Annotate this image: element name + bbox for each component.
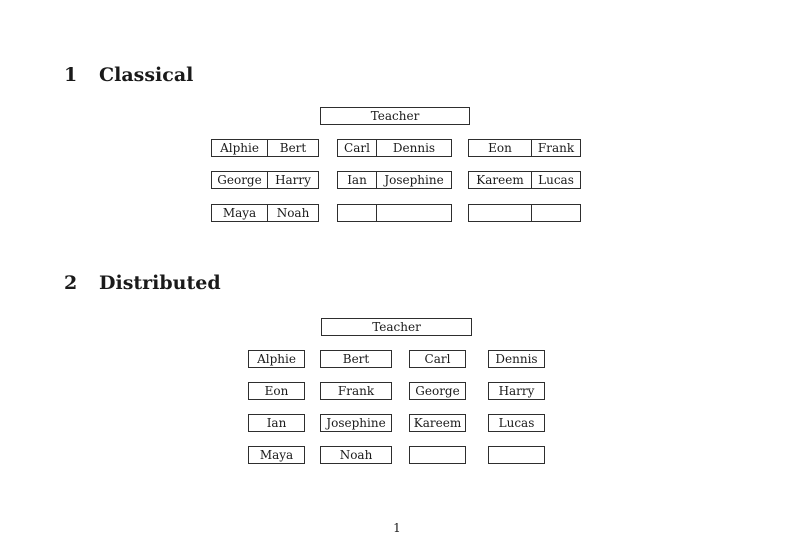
desk-pair-box: Maya Noah: [211, 204, 319, 222]
section-title: Distributed: [99, 272, 221, 294]
desk-pair-box: Ian Josephine: [337, 171, 452, 189]
desk-pair-box-empty: [468, 204, 581, 222]
desk-cell: Harry: [275, 173, 311, 187]
desk-cell: Josephine: [384, 173, 444, 187]
desk-cell: Maya: [212, 205, 268, 221]
desk-box: Bert: [320, 350, 392, 368]
desk-cell: Eon: [469, 140, 532, 156]
section-heading-classical: 1 Classical: [64, 64, 193, 86]
desk-box: Frank: [320, 382, 392, 400]
desk-cell: [532, 205, 580, 221]
desk-box-empty: [488, 446, 545, 464]
desk-pair-box-empty: [337, 204, 452, 222]
desk-pair-box: Eon Frank: [468, 139, 581, 157]
desk-box-empty: [409, 446, 466, 464]
desk-box: Dennis: [488, 350, 545, 368]
section-title: Classical: [99, 64, 194, 86]
desk-cell: Carl: [338, 140, 377, 156]
desk-box: Josephine: [320, 414, 392, 432]
desk-box: Maya: [248, 446, 305, 464]
desk-box: Eon: [248, 382, 305, 400]
desk-box: Harry: [488, 382, 545, 400]
section-number: 2: [64, 272, 78, 294]
desk-box: Lucas: [488, 414, 545, 432]
desk-box: Carl: [409, 350, 466, 368]
desk-cell: Frank: [537, 141, 575, 155]
teacher-label: Teacher: [370, 109, 420, 123]
desk-box: Ian: [248, 414, 305, 432]
teacher-label: Teacher: [372, 320, 421, 334]
teacher-box: Teacher: [321, 318, 472, 336]
desk-pair-box: George Harry: [211, 171, 319, 189]
desk-cell: Kareem: [469, 172, 532, 188]
desk-cell: [469, 205, 532, 221]
page-number: 1: [393, 521, 401, 535]
desk-cell: Dennis: [392, 141, 436, 155]
desk-cell: Alphie: [212, 140, 268, 156]
desk-cell: Noah: [276, 206, 310, 220]
desk-cell: [338, 205, 377, 221]
section-number: 1: [64, 64, 78, 86]
desk-pair-box: Carl Dennis: [337, 139, 452, 157]
desk-cell: Lucas: [538, 173, 574, 187]
desk-box: Alphie: [248, 350, 305, 368]
section-heading-distributed: 2 Distributed: [64, 272, 221, 294]
desk-cell: Bert: [279, 141, 307, 155]
desk-cell: [377, 205, 451, 221]
desk-box: Kareem: [409, 414, 466, 432]
desk-cell: George: [212, 172, 268, 188]
desk-box: Noah: [320, 446, 392, 464]
desk-box: George: [409, 382, 466, 400]
desk-cell: Ian: [338, 172, 377, 188]
teacher-box: Teacher: [320, 107, 470, 125]
desk-pair-box: Kareem Lucas: [468, 171, 581, 189]
desk-pair-box: Alphie Bert: [211, 139, 319, 157]
